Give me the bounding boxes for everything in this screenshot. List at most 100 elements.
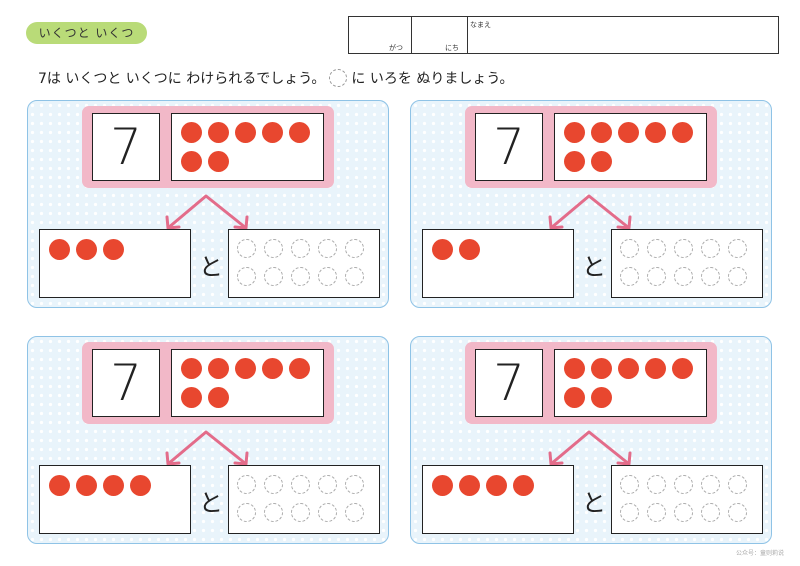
red-dot <box>672 358 693 379</box>
empty-circle-to-color[interactable] <box>728 475 747 494</box>
empty-circle-to-color[interactable] <box>237 239 256 258</box>
red-dot <box>76 475 97 496</box>
empty-circle-to-color[interactable] <box>318 475 337 494</box>
split-arrows-icon <box>165 194 249 230</box>
empty-circle-to-color[interactable] <box>237 503 256 522</box>
empty-circle-to-color[interactable] <box>728 503 747 522</box>
red-dot <box>645 122 666 143</box>
empty-circle-to-color[interactable] <box>701 267 720 286</box>
month-label: がつ <box>389 44 403 52</box>
empty-circle-to-color[interactable] <box>701 503 720 522</box>
red-dot <box>103 475 124 496</box>
connector-text: と <box>582 489 606 517</box>
empty-circle-to-color[interactable] <box>674 503 693 522</box>
empty-circle-to-color[interactable] <box>264 239 283 258</box>
empty-circle-to-color[interactable] <box>345 239 364 258</box>
red-dot <box>235 122 256 143</box>
answer-part-box <box>611 465 763 534</box>
total-dots-box <box>171 349 324 417</box>
empty-circle-to-color[interactable] <box>647 239 666 258</box>
red-dot <box>672 122 693 143</box>
empty-circle-to-color[interactable] <box>728 267 747 286</box>
given-part-box <box>39 465 191 534</box>
instruction: 7は いくつと いくつに わけられるでしょう。 に いろを ぬりましょう。 <box>38 68 513 88</box>
split-arrows-icon <box>548 430 632 466</box>
red-dot <box>49 239 70 260</box>
empty-circle-to-color[interactable] <box>345 475 364 494</box>
empty-circle-to-color[interactable] <box>647 475 666 494</box>
empty-circle-to-color[interactable] <box>620 503 639 522</box>
given-part-box <box>39 229 191 298</box>
empty-circle-to-color[interactable] <box>345 503 364 522</box>
connector-text: と <box>582 253 606 281</box>
empty-circle-to-color[interactable] <box>291 267 310 286</box>
empty-circle-to-color[interactable] <box>647 267 666 286</box>
red-dot <box>262 358 283 379</box>
red-dot <box>618 122 639 143</box>
split-arrows-icon <box>165 430 249 466</box>
red-dot <box>208 358 229 379</box>
empty-circle-to-color[interactable] <box>701 475 720 494</box>
target-number: 7 <box>92 113 160 181</box>
empty-circle-to-color[interactable] <box>291 503 310 522</box>
target-number: 7 <box>92 349 160 417</box>
red-dot <box>181 151 202 172</box>
empty-circle-to-color[interactable] <box>264 267 283 286</box>
empty-circle-to-color[interactable] <box>318 503 337 522</box>
instruction-text-end: に いろを ぬりましょう。 <box>351 71 514 87</box>
empty-circle-to-color[interactable] <box>345 267 364 286</box>
red-dot <box>181 387 202 408</box>
empty-circle-to-color[interactable] <box>291 239 310 258</box>
red-dot <box>181 122 202 143</box>
empty-circle-to-color[interactable] <box>237 475 256 494</box>
red-dot <box>49 475 70 496</box>
red-dot <box>289 358 310 379</box>
empty-circle-to-color[interactable] <box>674 267 693 286</box>
red-dot <box>564 151 585 172</box>
red-dot <box>564 387 585 408</box>
footer-credit: 公众号：童则莉说 <box>735 550 784 557</box>
red-dot <box>262 122 283 143</box>
answer-part-box <box>228 229 380 298</box>
red-dot <box>459 239 480 260</box>
red-dot <box>486 475 507 496</box>
empty-circle-to-color[interactable] <box>620 475 639 494</box>
empty-circle-to-color[interactable] <box>674 239 693 258</box>
empty-circle-to-color[interactable] <box>728 239 747 258</box>
red-dot <box>459 475 480 496</box>
red-dot <box>208 151 229 172</box>
red-dot <box>645 358 666 379</box>
empty-circle-to-color[interactable] <box>318 239 337 258</box>
target-number: 7 <box>475 349 543 417</box>
name-date-box[interactable]: がつ にち なまえ <box>348 16 779 54</box>
total-dots-box <box>554 349 707 417</box>
empty-circle-to-color[interactable] <box>291 475 310 494</box>
divider <box>411 17 412 53</box>
empty-circle-to-color[interactable] <box>237 267 256 286</box>
empty-circle-to-color[interactable] <box>264 475 283 494</box>
empty-circle-to-color[interactable] <box>318 267 337 286</box>
red-dot <box>564 122 585 143</box>
empty-circle-to-color[interactable] <box>647 503 666 522</box>
empty-circle-to-color[interactable] <box>701 239 720 258</box>
red-dot <box>208 387 229 408</box>
red-dot <box>591 122 612 143</box>
red-dot <box>130 475 151 496</box>
divider <box>467 17 468 53</box>
day-label: にち <box>445 44 459 52</box>
empty-circle-to-color[interactable] <box>264 503 283 522</box>
instruction-text: 7は いくつと いくつに わけられるでしょう。 <box>38 71 326 87</box>
red-dot <box>618 358 639 379</box>
empty-circle-to-color[interactable] <box>620 239 639 258</box>
empty-circle-to-color[interactable] <box>674 475 693 494</box>
given-part-box <box>422 229 574 298</box>
total-dots-box <box>554 113 707 181</box>
empty-circle-to-color[interactable] <box>620 267 639 286</box>
red-dot <box>513 475 534 496</box>
red-dot <box>181 358 202 379</box>
red-dot <box>76 239 97 260</box>
